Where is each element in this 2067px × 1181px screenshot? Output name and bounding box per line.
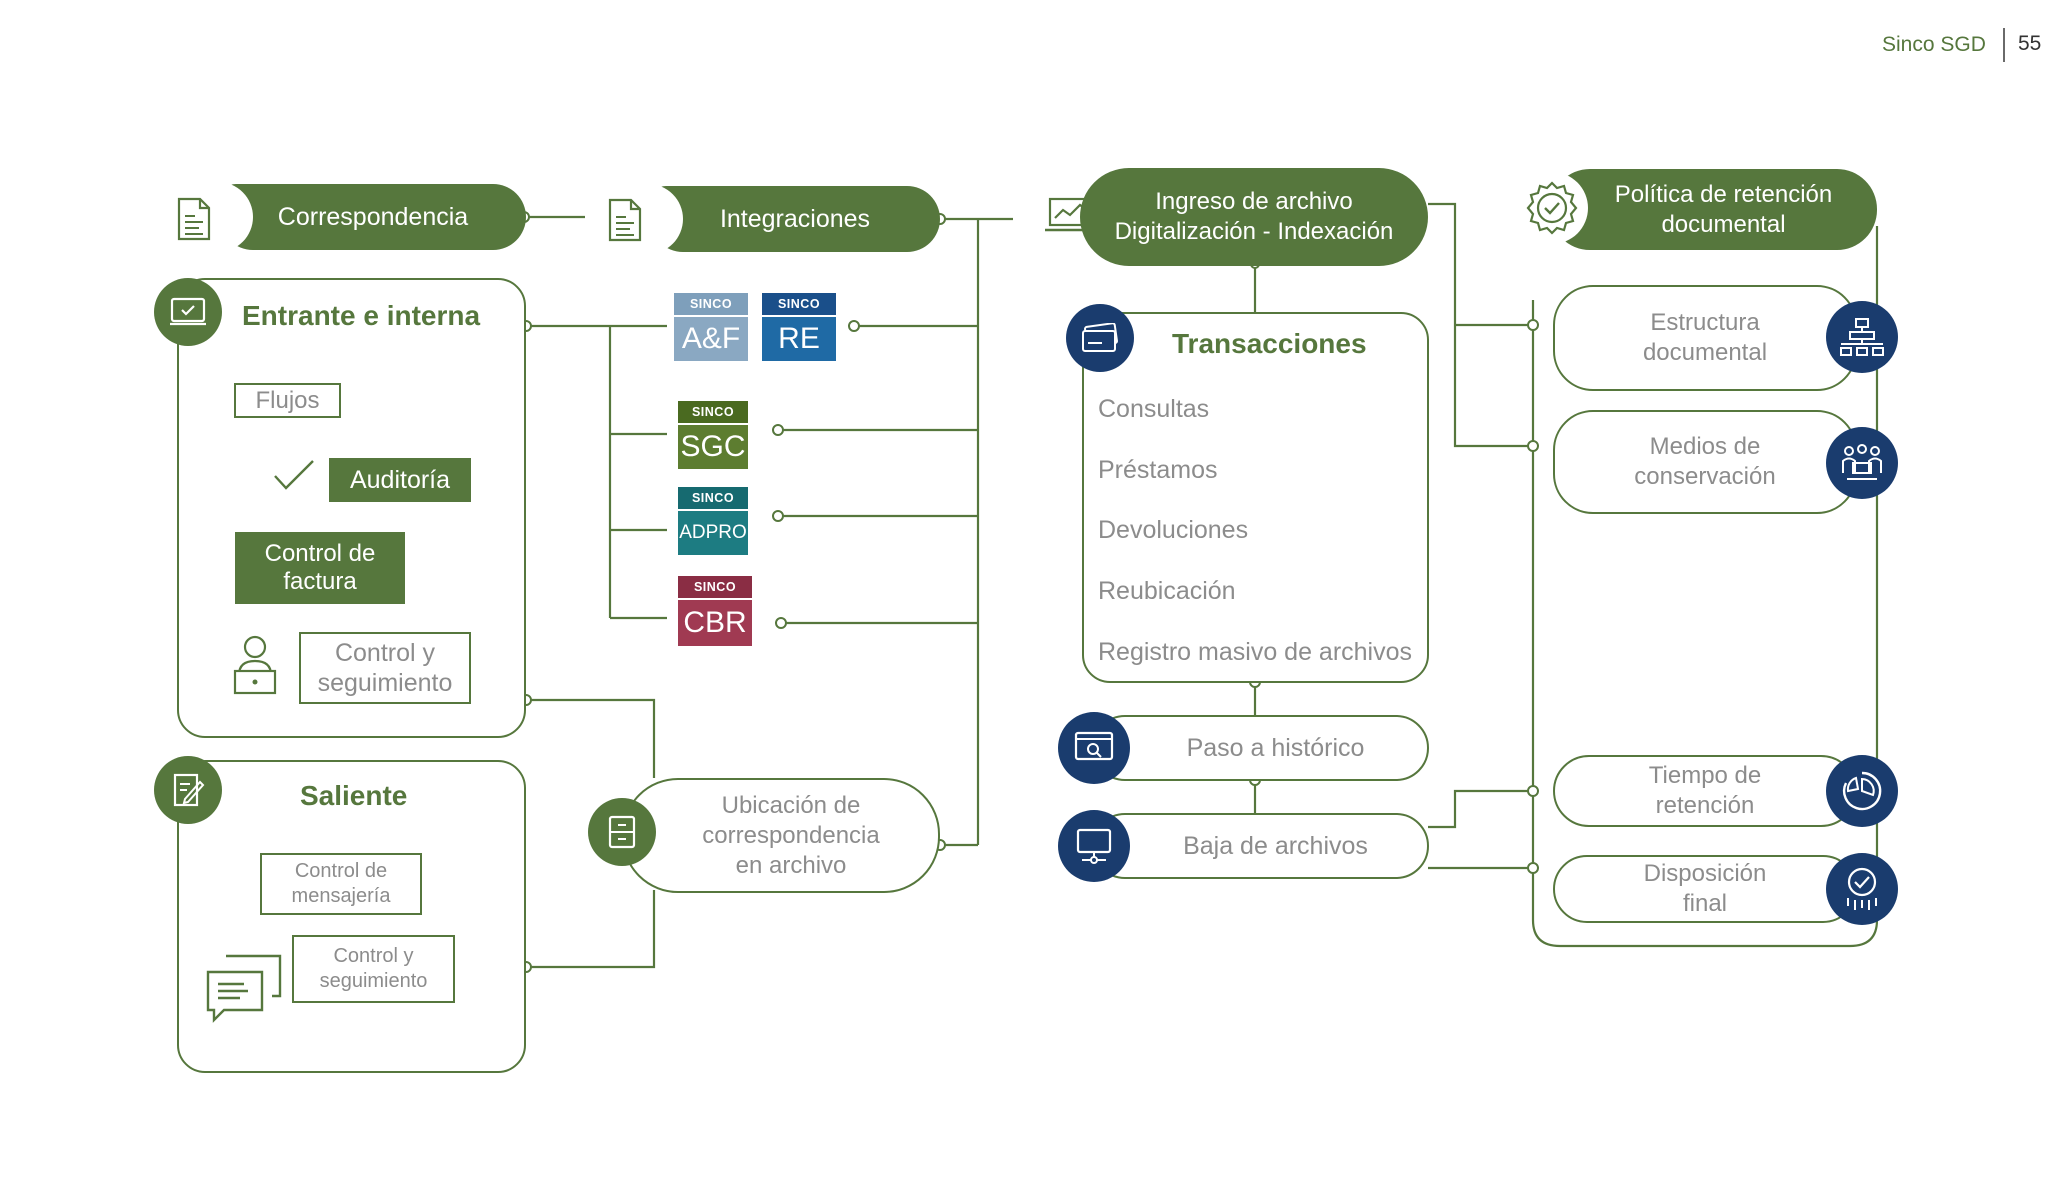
logo-sgc-tag: SINCO: [678, 401, 748, 423]
edit-document-icon: [173, 773, 205, 807]
document-icon: [177, 197, 211, 241]
logo-adpro-tag: SINCO: [678, 487, 748, 509]
saliente-control-seguimiento-box[interactable]: Control y seguimiento: [292, 935, 455, 1003]
transaccion-reubicacion[interactable]: Reubicación: [1098, 577, 1236, 605]
logo-adpro[interactable]: SINCO ADPRO: [678, 487, 748, 555]
transaccion-consultas[interactable]: Consultas: [1098, 395, 1210, 423]
logo-af-tag: SINCO: [674, 293, 748, 315]
entrante-title: Entrante e interna: [242, 300, 481, 331]
monitor-network-circle: [1058, 810, 1130, 882]
card-circle: [1066, 304, 1134, 372]
logo-adpro-label: ADPRO: [678, 511, 748, 555]
estructura-documental-box[interactable]: Estructura documental: [1553, 285, 1857, 391]
auditoria-box[interactable]: Auditoría: [329, 458, 471, 502]
edit-doc-circle: [154, 756, 222, 824]
badge-check-icon: [1526, 181, 1578, 235]
page-number: 55: [2018, 32, 2042, 55]
tablet-check-circle: [154, 278, 222, 346]
control-seguimiento-box[interactable]: Control y seguimiento: [299, 632, 471, 704]
monitor-search-icon: [1074, 731, 1114, 761]
medios-conservacion-box[interactable]: Medios de conservación: [1553, 410, 1857, 514]
team-icon: [1842, 444, 1882, 480]
check-rain-circle: [1826, 853, 1898, 925]
saliente-box: [177, 760, 526, 1073]
monitor-network-icon: [1076, 828, 1112, 864]
credit-card-icon: [1082, 323, 1118, 352]
saliente-title: Saliente: [300, 780, 408, 811]
archive-circle: [588, 798, 656, 866]
transaccion-prestamos[interactable]: Préstamos: [1098, 456, 1218, 484]
logo-re[interactable]: SINCO RE: [762, 293, 836, 361]
tablet-check-icon: [170, 297, 206, 326]
baja-archivos-box[interactable]: Baja de archivos: [1092, 813, 1429, 879]
pie-clock-circle: [1826, 755, 1898, 827]
logo-cbr[interactable]: SINCO CBR: [678, 576, 752, 646]
logo-af[interactable]: SINCO A&F: [674, 293, 748, 361]
correspondencia-pill[interactable]: Correspondencia: [220, 184, 526, 250]
pie-clock-icon: [1842, 771, 1882, 811]
transacciones-title: Transacciones: [1172, 328, 1367, 359]
badge-check-circle: [1516, 172, 1588, 244]
org-chart-icon: [1840, 318, 1884, 356]
control-factura-box[interactable]: Control de factura: [235, 532, 405, 604]
logo-re-tag: SINCO: [762, 293, 836, 315]
disposicion-final-box[interactable]: Disposición final: [1553, 855, 1857, 923]
paso-historico-box[interactable]: Paso a histórico: [1092, 715, 1429, 781]
header-brand: Sinco SGD: [1882, 33, 1986, 56]
org-chart-circle: [1826, 301, 1898, 373]
chat-bubbles-icon: [206, 954, 282, 1023]
flujos-box[interactable]: Flujos: [234, 383, 341, 418]
check-disposal-icon: [1847, 867, 1877, 910]
politica-pill[interactable]: Política de retención documental: [1550, 169, 1877, 250]
control-mensajeria-box[interactable]: Control de mensajería: [260, 853, 422, 915]
file-cabinet-icon: [608, 815, 636, 849]
logo-sgc[interactable]: SINCO SGC: [678, 401, 748, 469]
document-icon-2: [608, 198, 642, 242]
header-divider: [2003, 28, 2005, 62]
logo-cbr-label: CBR: [678, 600, 752, 646]
team-circle: [1826, 427, 1898, 499]
logo-re-label: RE: [762, 317, 836, 361]
transacciones-box: [1082, 312, 1429, 683]
integraciones-pill[interactable]: Integraciones: [650, 186, 940, 252]
checkmark-icon: [274, 460, 314, 490]
logo-cbr-tag: SINCO: [678, 576, 752, 598]
ingreso-pill[interactable]: Ingreso de archivo Digitalización - Inde…: [1080, 168, 1428, 266]
person-laptop-icon: [233, 635, 277, 695]
ubicacion-box[interactable]: Ubicación de correspondencia en archivo: [622, 778, 940, 893]
logo-sgc-label: SGC: [678, 425, 748, 469]
transaccion-devoluciones[interactable]: Devoluciones: [1098, 516, 1249, 544]
tiempo-retencion-box[interactable]: Tiempo de retención: [1553, 755, 1857, 827]
logo-af-label: A&F: [674, 317, 748, 361]
monitor-search-circle: [1058, 712, 1130, 784]
transaccion-registro-masivo[interactable]: Registro masivo de archivos: [1098, 638, 1413, 666]
